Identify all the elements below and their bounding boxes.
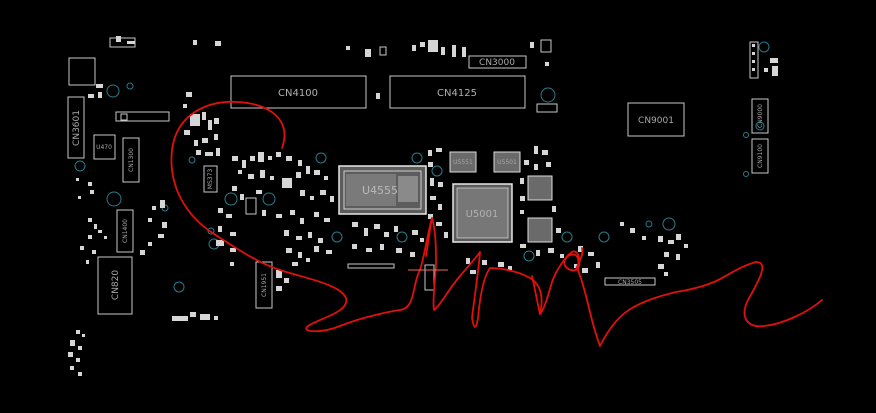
connector-cn1300[interactable]: CN1300 [122,137,140,183]
cn1951-label: CN1951 [261,273,268,297]
cn9001-label: CN9001 [638,116,674,126]
u5551-label: U5551 [453,159,473,166]
connector-cn3505[interactable]: CN3505 [604,277,656,286]
cn4125-label: CN4125 [437,88,477,99]
smd-components [68,36,778,376]
red-annotation-scribble [170,101,823,347]
connector-cn9001[interactable]: CN9001 [627,102,685,137]
connector-cn9000[interactable]: CN9000 [751,98,769,134]
connector-cn1400[interactable]: CN1400 [116,209,134,253]
cn3601-label: CN3601 [72,110,82,146]
cn1300-label: CN1300 [128,148,135,172]
chip-ms373[interactable]: MS373 [203,165,218,193]
chip-memory-right-1[interactable] [527,175,553,201]
cn3000-label: CN3000 [479,58,515,68]
connector-cn4125[interactable]: CN4125 [389,75,526,109]
cn9000-label: CN9000 [757,104,764,128]
connector-cn1951[interactable]: CN1951 [255,261,273,309]
connector-cn4100[interactable]: CN4100 [230,75,367,109]
connector-cn3000[interactable]: CN3000 [468,55,527,69]
cn1400-label: CN1400 [122,219,129,243]
chip-u470[interactable]: U470 [93,134,116,160]
u5501-label: U5501 [497,159,517,166]
cn820-label: CN820 [111,270,121,300]
chip-memory-right-2[interactable] [527,217,553,243]
chip-u5501[interactable]: U5501 [493,151,521,173]
cn4100-label: CN4100 [278,88,318,99]
connector-cn3601[interactable]: CN3601 [67,96,85,159]
cn3505-label: CN3505 [618,279,642,286]
connector-cn820[interactable]: CN820 [97,256,133,315]
ms373-label: MS373 [207,169,214,190]
cn9100-label: CN9100 [757,144,764,168]
u470-label: U470 [96,144,112,151]
chip-u4555[interactable]: U4555 [338,165,427,215]
chip-u5551[interactable]: U5551 [449,151,477,173]
u4555-label: U4555 [362,184,398,197]
component-outlines [68,37,759,291]
connector-cn9100[interactable]: CN9100 [751,138,769,174]
u5001-label: U5001 [466,209,499,220]
chip-u5001[interactable]: U5001 [452,183,513,243]
